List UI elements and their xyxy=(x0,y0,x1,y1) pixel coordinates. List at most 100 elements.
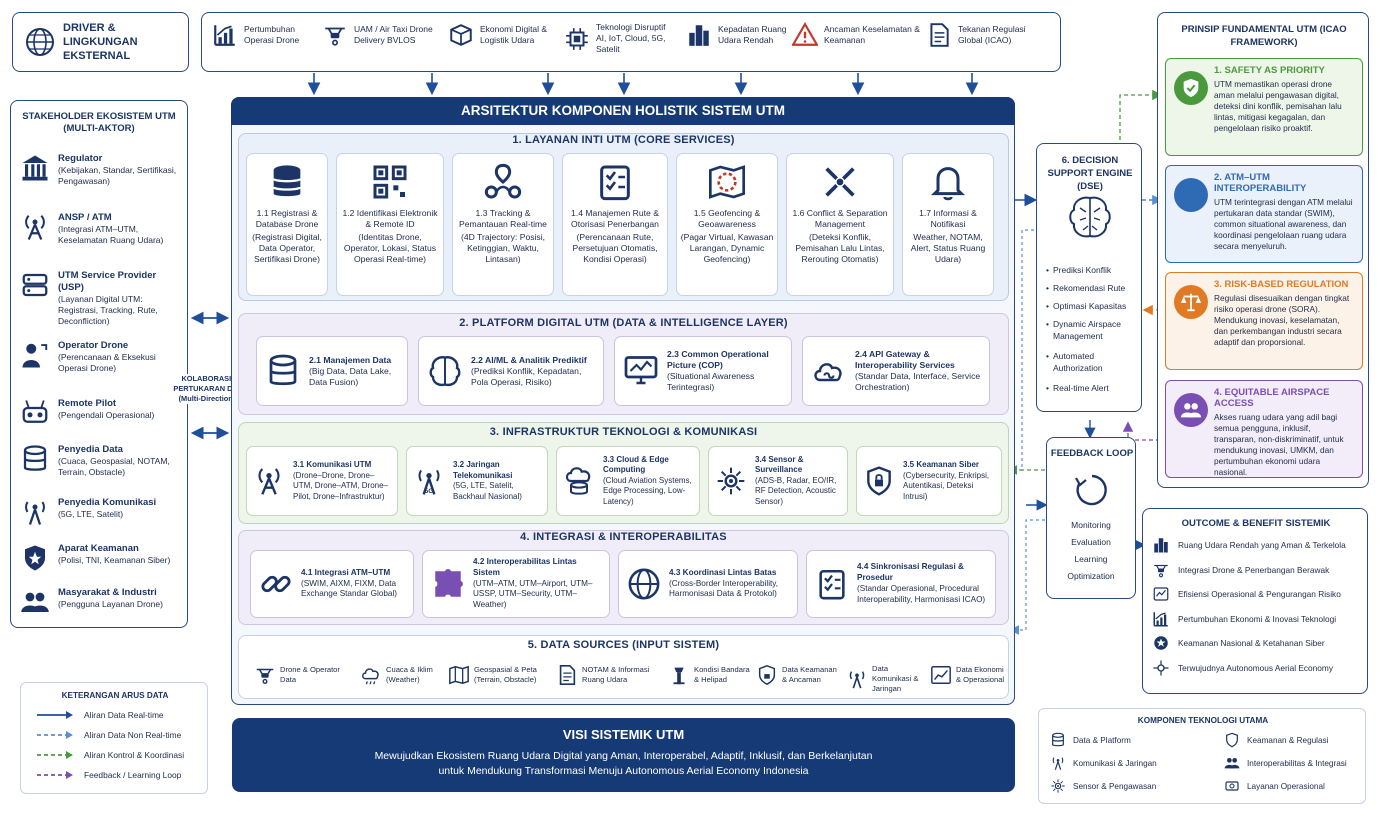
drone-icon xyxy=(254,664,276,686)
vision-title: VISI SISTEMIK UTM xyxy=(562,727,685,742)
integration-card[interactable]: 4.3 Koordinasi Lintas Batas(Cross-Border… xyxy=(618,550,798,618)
radio-tower-icon xyxy=(20,212,50,242)
stakeholder-desc: (Polisi, TNI, Keamanan Siber) xyxy=(58,555,171,565)
integration-card[interactable]: 4.4 Sinkronisasi Regulasi & Prosedur(Sta… xyxy=(806,550,996,618)
core-service-title: 1.4 Manajemen Rute & Otorisasi Penerbang… xyxy=(571,208,659,229)
dse-item: •Rekomendasi Rute xyxy=(1046,282,1136,294)
integration-card-desc: (Standar Operasional, Procedural Interop… xyxy=(857,584,986,604)
city-icon xyxy=(1152,536,1170,554)
growth-chart-icon xyxy=(212,22,238,48)
legend-arrow-icon xyxy=(36,770,74,780)
section-data-sources: 5. DATA SOURCES (INPUT SISTEM) xyxy=(238,635,1009,699)
section-3-title: 3. INFRASTRUKTUR TEKNOLOGI & KOMUNIKASI xyxy=(489,426,758,438)
platform-card[interactable]: 2.1 Manajemen Data(Big Data, Data Lake, … xyxy=(256,336,408,406)
database-drone-icon xyxy=(267,162,307,202)
dse-item-label: Dynamic Airspace Management xyxy=(1052,319,1122,341)
platform-card[interactable]: 2.2 AI/ML & Analitik Prediktif(Prediksi … xyxy=(418,336,604,406)
stakeholder-name: ANSP / ATM xyxy=(58,212,112,223)
stakeholder-item: Masyarakat & Industri(Pengguna Layanan D… xyxy=(20,587,180,617)
key-tech-item: Sensor & Pengawasan xyxy=(1050,778,1156,794)
stakeholder-desc: (Layanan Digital UTM: Registrasi, Tracki… xyxy=(58,294,158,326)
infrastructure-card[interactable]: 3.4 Sensor & Surveillance(ADS-B, Radar, … xyxy=(708,446,848,516)
section-1-title: 1. LAYANAN INTI UTM (CORE SERVICES) xyxy=(512,134,735,146)
cloud-link-icon xyxy=(811,353,847,389)
platform-card[interactable]: 2.4 API Gateway & Interoperability Servi… xyxy=(802,336,990,406)
bullet: • xyxy=(1046,301,1049,311)
platform-card-desc: (Standar Data, Interface, Service Orches… xyxy=(855,371,981,392)
integration-card-title: 4.2 Interoperabilitas Lintas Sistem xyxy=(473,557,577,577)
dse-item-label: Real-time Alert xyxy=(1052,383,1109,393)
data-source-item: Data Ekonomi & Operasional xyxy=(930,664,1008,686)
stakeholder-item: ANSP / ATM(Integrasi ATM–UTM, Keselamata… xyxy=(20,212,180,246)
dse-item-label: Optimasi Kapasitas xyxy=(1052,301,1127,311)
data-source-item: Data Komunikasi & Jaringan xyxy=(846,664,926,694)
stakeholder-item: UTM Service Provider (USP)(Layanan Digit… xyxy=(20,270,180,327)
link-icon xyxy=(1174,178,1208,212)
balance-scale-icon xyxy=(1174,285,1208,319)
data-source-label: Data Ekonomi & Operasional xyxy=(956,665,1005,684)
platform-card[interactable]: 2.3 Common Operational Picture (COP)(Sit… xyxy=(614,336,792,406)
driver-strip xyxy=(201,12,1061,72)
dse-item: •Automated Authorization xyxy=(1046,350,1136,374)
data-source-item: Cuaca & Iklim (Weather) xyxy=(360,664,444,686)
outcome-label: Efisiensi Operasional & Pengurangan Risi… xyxy=(1178,589,1341,599)
package-icon xyxy=(448,22,474,48)
feedback-item: Monitoring xyxy=(1071,520,1111,530)
driver-item-label: Ancaman Keselamatan & Keamanan xyxy=(824,24,920,45)
sensor-icon xyxy=(715,465,747,497)
key-tech-label: Data & Platform xyxy=(1073,735,1131,745)
driver-item-label: Pertumbuhan Operasi Drone xyxy=(244,24,300,45)
integration-card[interactable]: 4.2 Interoperabilitas Lintas Sistem(UTM–… xyxy=(422,550,610,618)
users-icon xyxy=(1174,393,1208,427)
cycle-icon xyxy=(1074,472,1110,508)
radio-tower-icon xyxy=(253,465,285,497)
core-service-card[interactable]: 1.1 Registrasi & Database Drone(Registra… xyxy=(246,153,328,296)
core-service-card[interactable]: 1.3 Tracking & Pemantauan Real-time(4D T… xyxy=(452,153,554,296)
data-source-label: Data Komunikasi & Jaringan xyxy=(872,664,919,693)
core-service-desc: (Pagar Virtual, Kawasan Larangan, Dynami… xyxy=(680,232,774,264)
infrastructure-card-title: 3.2 Jaringan Telekomunikasi xyxy=(453,460,513,480)
principle-title: 2. ATM–UTM INTEROPERABILITY xyxy=(1214,172,1307,194)
core-service-title: 1.3 Tracking & Pemantauan Real-time xyxy=(459,208,547,229)
bullet: • xyxy=(1046,283,1049,293)
stakeholder-item: Remote Pilot(Pengendali Operasional) xyxy=(20,398,180,428)
core-service-desc: (Identitas Drone, Operator, Lokasi, Stat… xyxy=(343,232,437,264)
key-tech-label: Keamanan & Regulasi xyxy=(1247,735,1329,745)
drone-icon xyxy=(1152,561,1170,579)
antenna-icon xyxy=(20,497,50,527)
core-service-card[interactable]: 1.5 Geofencing & Geoawareness(Pagar Virt… xyxy=(676,153,778,296)
sensor-icon xyxy=(1050,778,1066,794)
legend-arrow-icon xyxy=(36,730,74,740)
infrastructure-card[interactable]: 3.1 Komunikasi UTM(Drone–Drone, Drone–UT… xyxy=(246,446,398,516)
bullet: • xyxy=(1046,265,1049,275)
platform-card-title: 2.1 Manajemen Data xyxy=(309,354,392,365)
outcome-label: Keamanan Nasional & Ketahanan Siber xyxy=(1178,638,1325,648)
outcome-label: Integrasi Drone & Penerbangan Berawak xyxy=(1178,564,1330,575)
key-tech-item: Layanan Operasional xyxy=(1224,778,1325,794)
core-service-card[interactable]: 1.6 Conflict & Separation Management(Det… xyxy=(786,153,894,296)
legend-item: Feedback / Learning Loop xyxy=(36,770,181,780)
feedback-item: Optimization xyxy=(1067,571,1115,581)
core-service-card[interactable]: 1.4 Manajemen Rute & Otorisasi Penerbang… xyxy=(562,153,668,296)
infrastructure-card[interactable]: 3.3 Cloud & Edge Computing(Cloud Aviatio… xyxy=(556,446,700,516)
shield-icon xyxy=(1224,732,1240,748)
driver-item: UAM / Air Taxi Drone Delivery BVLOS xyxy=(322,22,442,48)
brain-icon xyxy=(1063,190,1117,244)
dse-item: •Optimasi Kapasitas xyxy=(1046,300,1136,312)
data-source-label: Cuaca & Iklim (Weather) xyxy=(386,665,433,684)
stakeholder-desc: (Integrasi ATM–UTM, Keselamatan Ruang Ud… xyxy=(58,224,164,245)
bell-icon xyxy=(928,162,968,202)
dse-item: •Dynamic Airspace Management xyxy=(1046,318,1136,342)
core-service-card[interactable]: 1.2 Identifikasi Elektronik & Remote ID(… xyxy=(336,153,444,296)
platform-card-desc: (Situational Awareness Terintegrasi) xyxy=(667,371,755,392)
driver-item-label: Ekonomi Digital & Logistik Udara xyxy=(480,24,548,45)
stakeholder-name: Penyedia Data xyxy=(58,444,123,455)
core-service-title: 1.7 Informasi & Notifikasi xyxy=(919,208,977,229)
badge-icon xyxy=(1152,634,1170,652)
integration-card[interactable]: 4.1 Integrasi ATM–UTM(SWIM, AIXM, FIXM, … xyxy=(250,550,414,618)
infrastructure-card[interactable]: 3.5 Keamanan Siber(Cybersecurity, Enkrip… xyxy=(856,446,1002,516)
driver-item: Pertumbuhan Operasi Drone xyxy=(212,22,316,48)
